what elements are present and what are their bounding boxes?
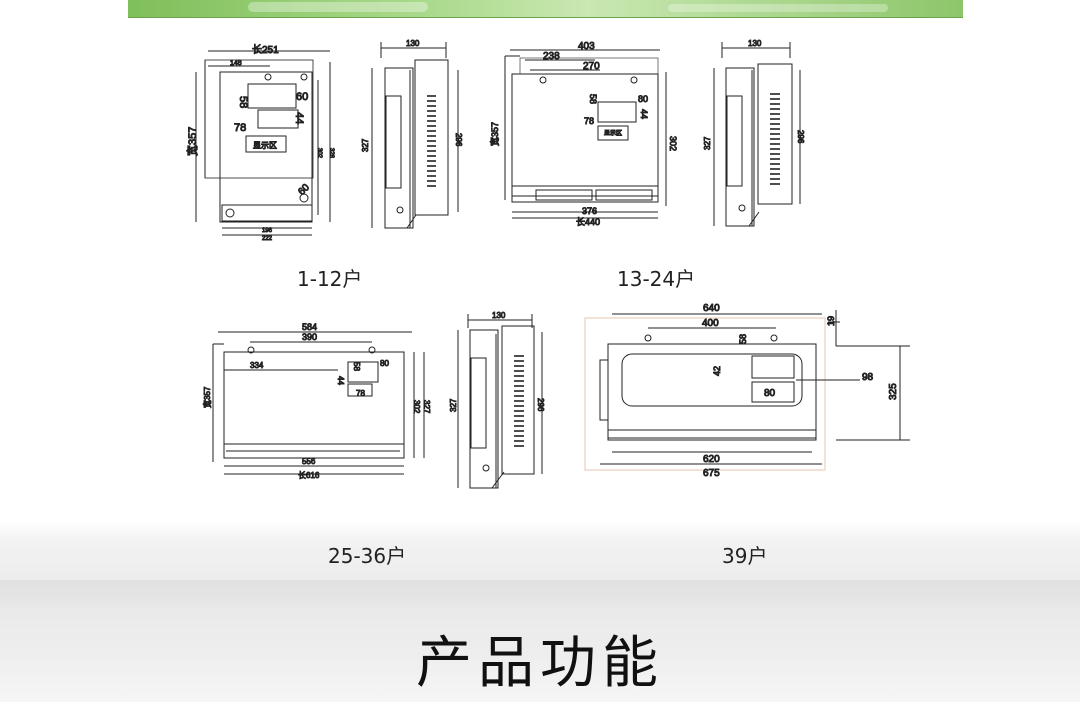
dim-label: 376 [582, 206, 597, 216]
dim-label: 78 [584, 116, 594, 126]
band-shade [0, 580, 1080, 610]
dim-label: 238 [543, 51, 560, 62]
dim-label: 58 [588, 94, 598, 104]
dim-label: 130 [492, 311, 506, 320]
dim-label: 556 [302, 457, 316, 466]
section-title: 产品功能 [416, 631, 664, 696]
dim-label: 675 [703, 468, 720, 479]
side-view-3 [457, 314, 543, 489]
dim-label: 296 [536, 398, 545, 412]
dim-label: 58 [237, 96, 249, 108]
drawing-1-front [195, 50, 331, 236]
side-view-2 [713, 42, 801, 227]
dim-label: 327 [449, 398, 458, 412]
drawing-3-front [212, 331, 425, 475]
dim-label: 42 [712, 366, 722, 376]
side-vents-1 [427, 95, 436, 187]
dim-label: 80 [764, 388, 776, 399]
side-vents-3 [514, 355, 524, 447]
dim-label: 640 [703, 303, 720, 314]
dim-label: 长616 [298, 470, 320, 480]
dim-label: 390 [302, 332, 317, 342]
dim-label: 196 [262, 228, 273, 234]
dim-label: 60 [296, 182, 312, 198]
dim-label: 44 [293, 112, 305, 124]
dim-label: 584 [302, 322, 317, 332]
side-vents-2 [770, 93, 780, 185]
banner-texture [248, 2, 428, 12]
section-header-band [0, 520, 1080, 702]
dim-label: 296 [454, 133, 463, 147]
dim-label: 44 [336, 376, 345, 385]
dim-label: 327 [422, 400, 431, 414]
dim-label: 403 [578, 41, 595, 52]
top-banner [128, 0, 963, 18]
dim-label: 327 [703, 136, 712, 150]
dim-label: 302 [316, 148, 322, 159]
dim-label: 19 [826, 316, 836, 326]
dim-label: 302 [412, 400, 421, 414]
caption-39: 39户 [722, 544, 768, 568]
drawing-4-front [584, 310, 910, 471]
dim-label: 620 [703, 454, 720, 465]
side-view-1 [371, 42, 459, 229]
dim-label: 长440 [576, 216, 600, 227]
dim-label: 400 [702, 318, 719, 329]
caption-25-36: 25-36户 [328, 544, 407, 568]
dim-label: 98 [862, 372, 874, 383]
dim-label: 78 [234, 122, 246, 134]
dim-label: 显示区 [604, 130, 622, 137]
dim-label: 296 [796, 130, 805, 144]
dim-label: 302 [668, 136, 678, 151]
dim-label: 长251 [252, 44, 279, 56]
drawing-2-front [504, 49, 667, 219]
dim-label: 130 [406, 39, 420, 48]
dim-label: 327 [361, 138, 370, 152]
dim-label: 44 [639, 109, 649, 119]
dim-label: 58 [352, 362, 361, 371]
caption-13-24: 13-24户 [617, 267, 696, 291]
dim-label: 130 [748, 39, 762, 48]
dim-label: 328 [328, 148, 334, 159]
dim-label: 58 [738, 334, 748, 344]
caption-1-12: 1-12户 [297, 267, 363, 291]
dim-label: 宽357 [489, 122, 500, 146]
dim-label: 325 [888, 383, 899, 400]
dim-label: 270 [583, 61, 600, 72]
dim-label: 80 [638, 94, 648, 104]
dim-label: 显示区 [253, 141, 277, 150]
dim-label: 60 [296, 91, 308, 103]
dim-label: 80 [380, 359, 389, 368]
technical-drawings: 长251 148 58 60 44 78 显示区 宽357 302 328 60… [185, 39, 910, 489]
dim-label: 78 [356, 389, 365, 398]
dim-label: 222 [262, 236, 273, 242]
dim-label: 148 [230, 60, 242, 67]
banner-texture [668, 4, 888, 12]
dim-label: 宽357 [202, 386, 212, 408]
dim-label: 334 [250, 361, 264, 370]
dim-label: 宽357 [185, 127, 199, 156]
